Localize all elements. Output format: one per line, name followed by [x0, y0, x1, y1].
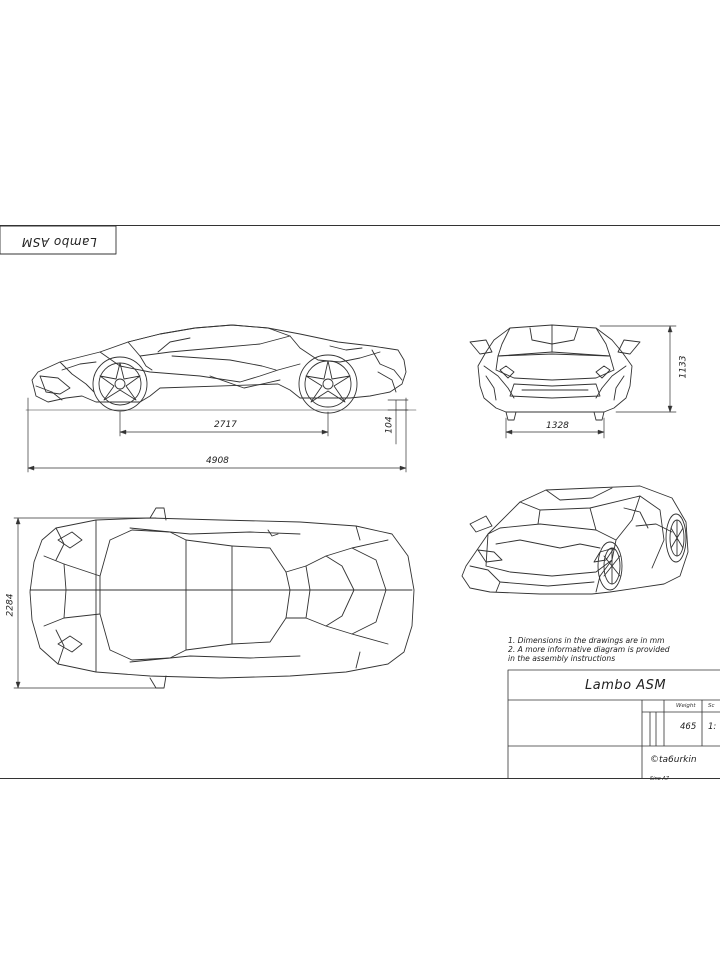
note-line: in the assembly instructions [508, 654, 616, 663]
drawing-sheet-frame [0, 225, 720, 779]
dim-track-line [505, 417, 605, 439]
length-dimension: 4908 [206, 456, 229, 466]
front-view [469, 324, 677, 439]
weight-value: 465 [680, 722, 697, 732]
author-credit: ©ta6urkin [650, 755, 697, 765]
mirrored-title-box [0, 225, 117, 255]
scale-header: Sc [708, 703, 715, 709]
height-dimension: 1133 [678, 355, 689, 379]
iso-front-wheel [597, 541, 623, 591]
top-view [13, 507, 415, 689]
title-block-title: Lambo ASM [585, 678, 667, 693]
note-line: 2. A more informative diagram is provide… [508, 645, 670, 654]
scale-value: 1: [708, 722, 717, 732]
width-dimension: 2284 [5, 593, 16, 617]
wheelbase-dimension: 2717 [214, 420, 237, 430]
mirrored-title-text: Lambo ASM [21, 235, 97, 249]
sheet-size: Sine A7 [650, 776, 669, 782]
drawing-notes: 1. Dimensions in the drawings are in mm … [508, 636, 670, 663]
isometric-view [461, 485, 689, 595]
title-block [507, 669, 720, 779]
dim-height-line [599, 325, 677, 413]
track-dimension: 1328 [546, 421, 569, 431]
note-line: 1. Dimensions in the drawings are in mm [508, 636, 665, 645]
side-front-wheel [92, 356, 148, 412]
iso-rear-wheel [665, 513, 687, 563]
side-rear-wheel [298, 354, 358, 414]
clearance-dimension: 104 [384, 416, 395, 434]
dim-width-line [13, 517, 157, 689]
weight-header: Weight [676, 703, 696, 709]
side-view [25, 324, 417, 473]
